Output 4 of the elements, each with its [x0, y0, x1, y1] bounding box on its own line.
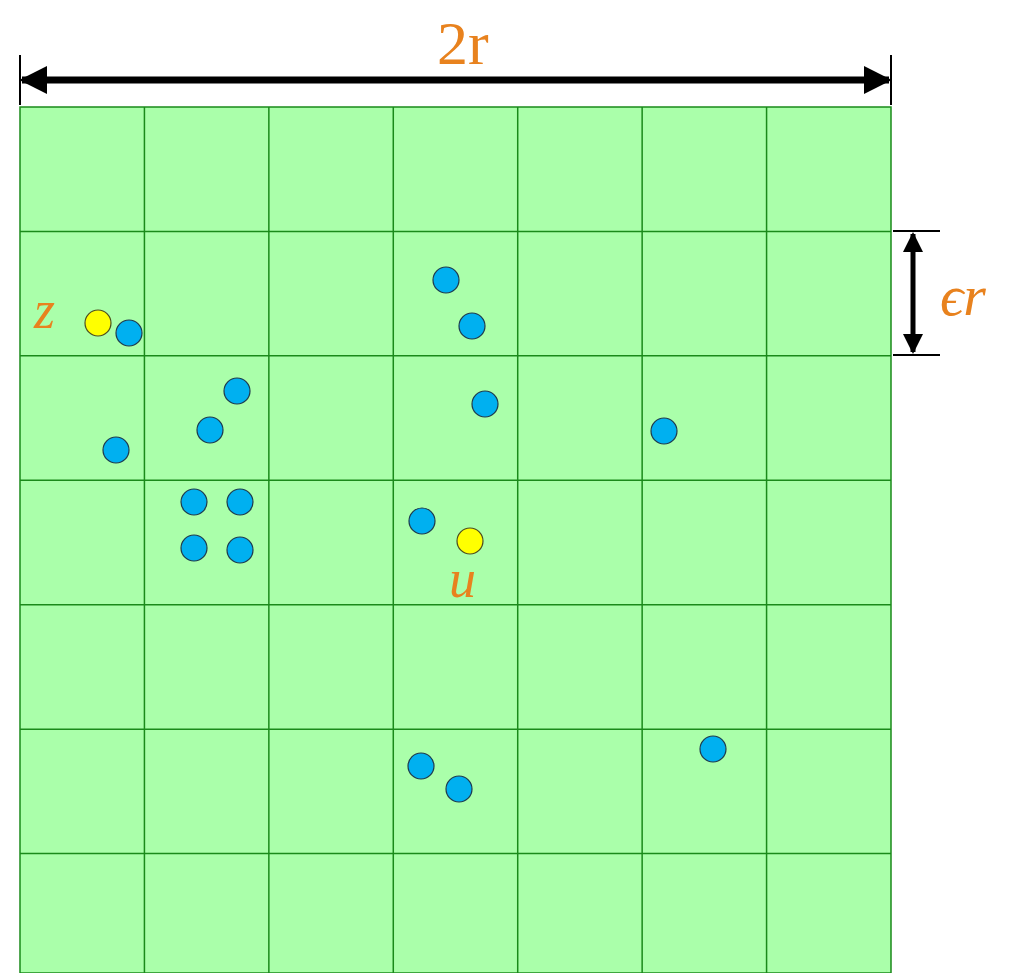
- dimension-label: 2r: [437, 12, 489, 74]
- point-label: z: [34, 283, 55, 337]
- dimension-label: ϵr: [940, 267, 986, 325]
- point-label: u: [449, 552, 476, 606]
